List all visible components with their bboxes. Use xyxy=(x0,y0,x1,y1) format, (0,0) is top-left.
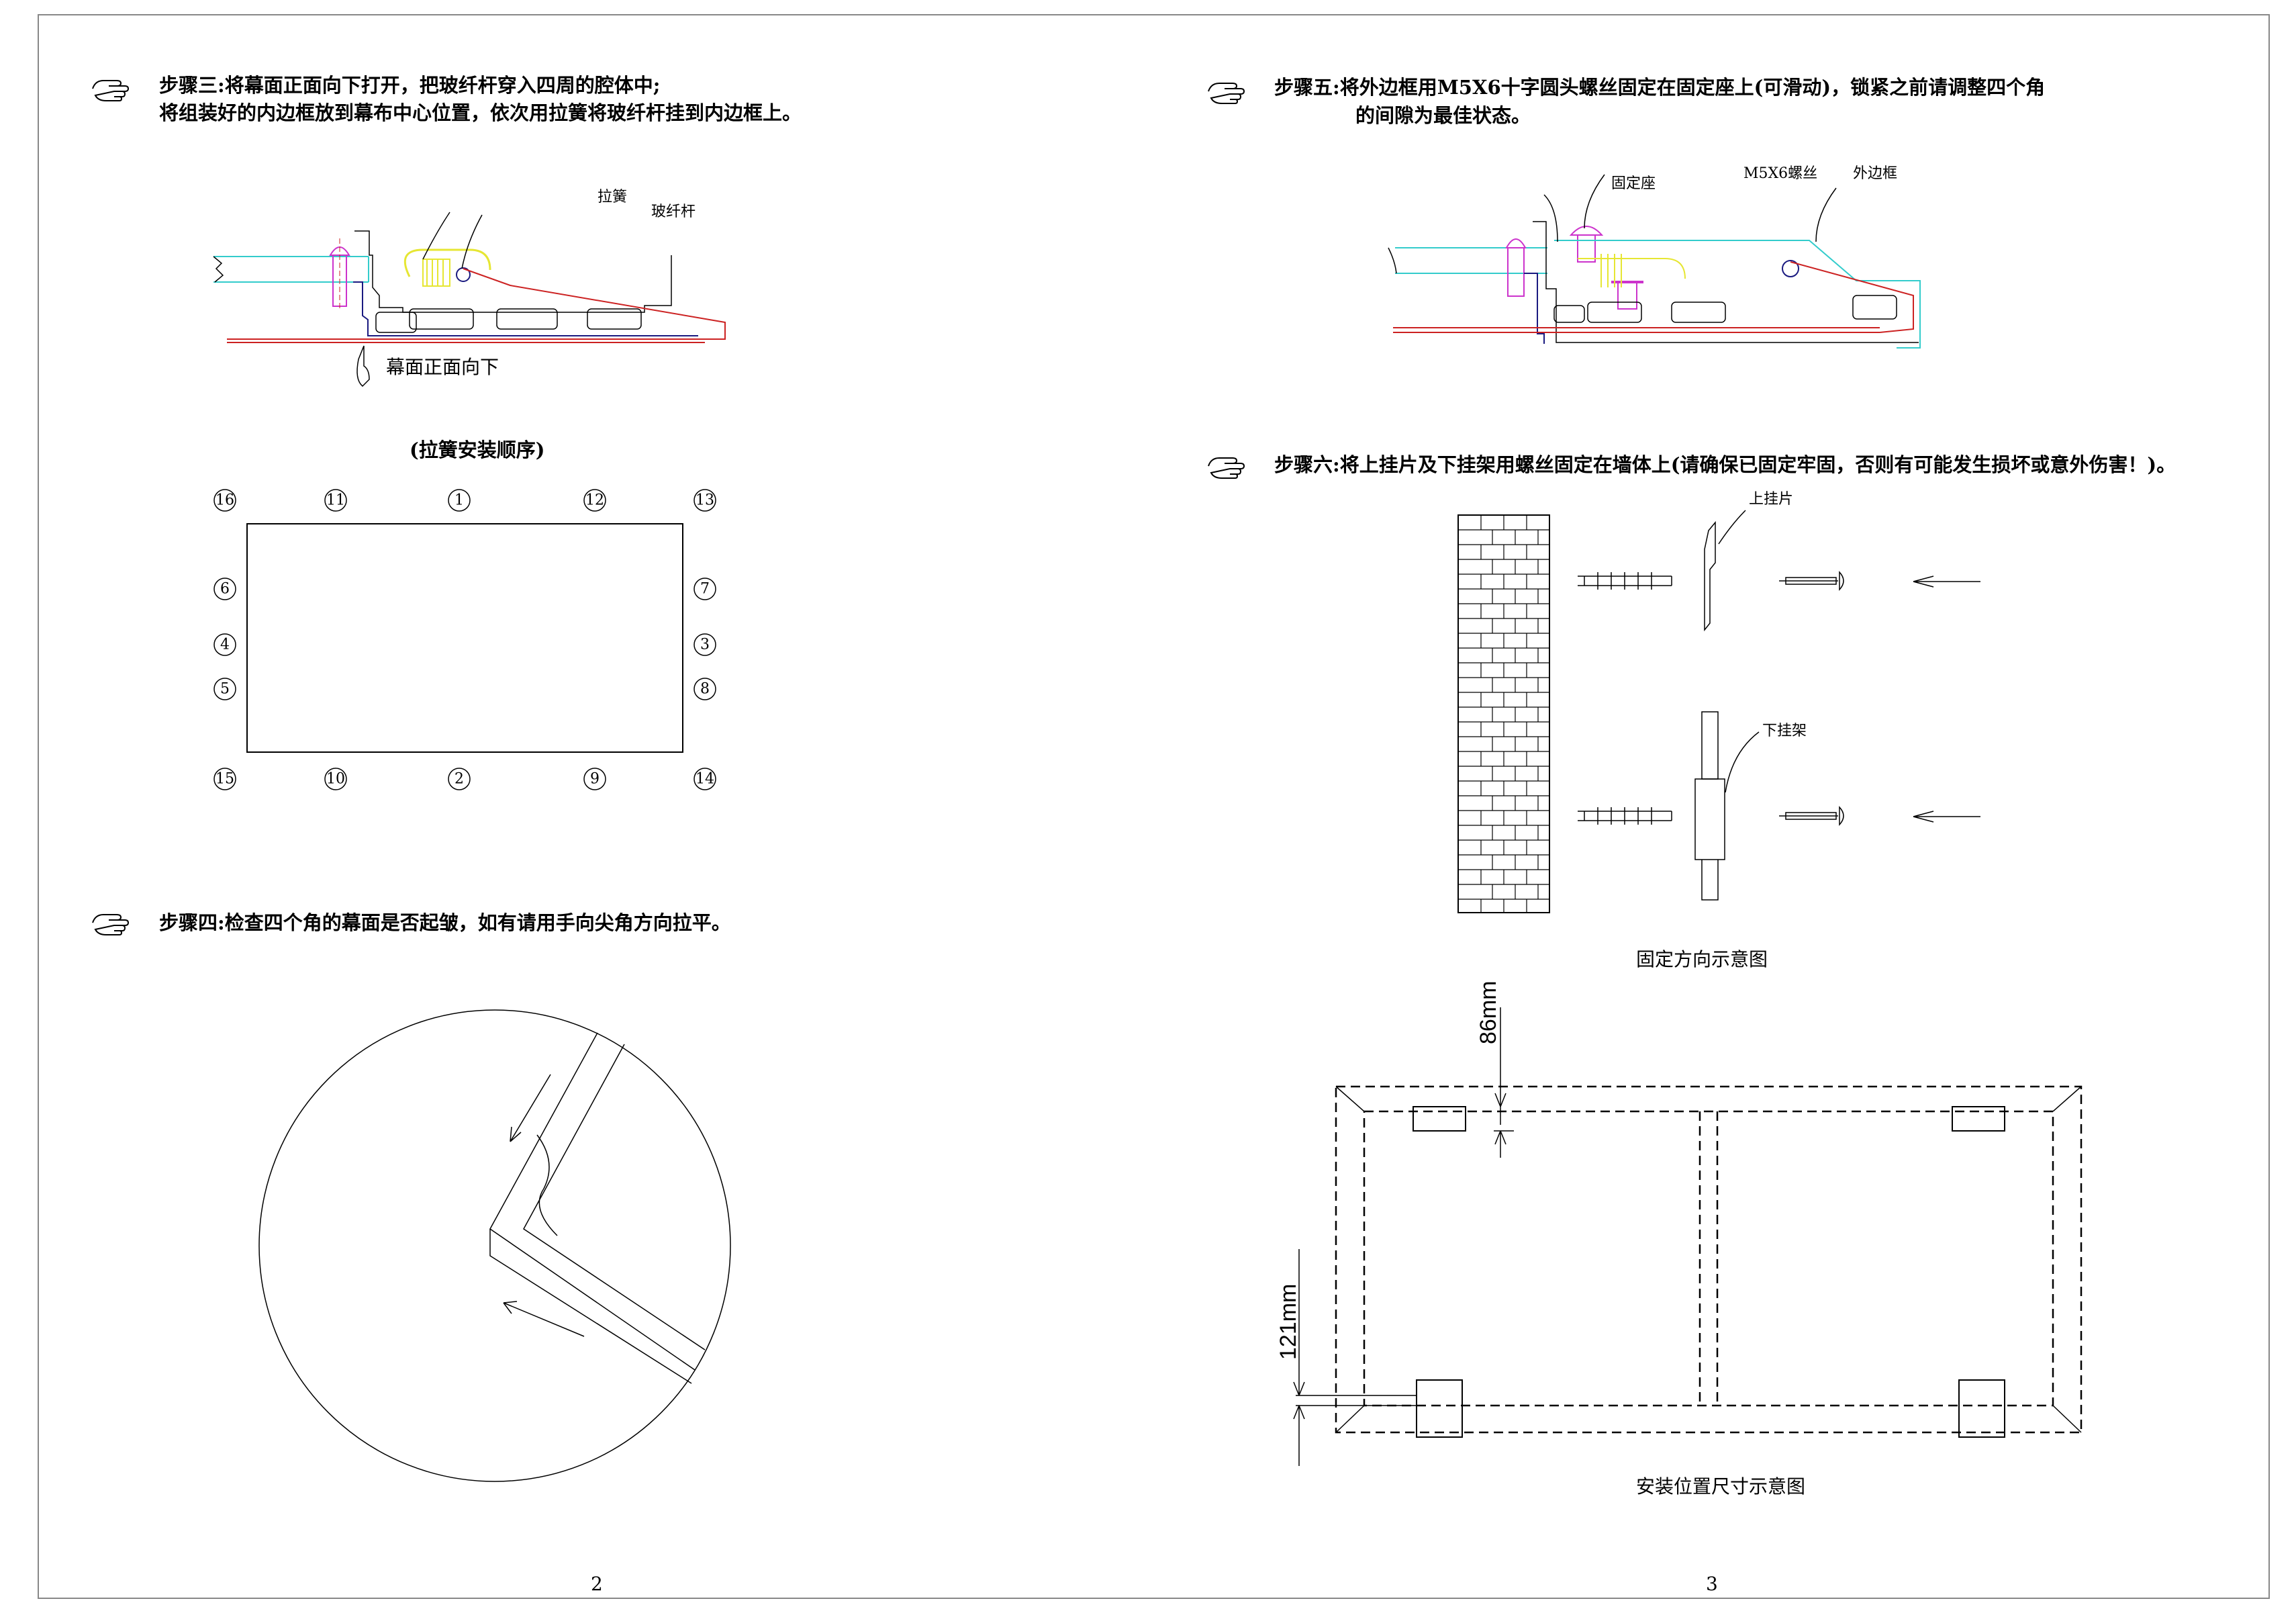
brick-lines xyxy=(1458,515,1549,913)
upper-hanger-right xyxy=(1952,1106,2005,1132)
lower-hanger-bracket xyxy=(1694,711,1725,901)
pointing-hand-icon xyxy=(92,914,129,935)
step5-line1: 步骤五:将外边框用M5X6十字圆头螺丝固定在固定座上(可滑动)，锁紧之前请调整四… xyxy=(1274,76,2045,99)
order-number: 8 xyxy=(700,681,710,698)
label-m5x6-screw: M5X6螺丝 xyxy=(1743,165,1817,182)
lower-hanger-left xyxy=(1416,1379,1463,1438)
order-number: 3 xyxy=(700,637,710,653)
upper-hanger-plate xyxy=(1704,520,1716,632)
order-number: 9 xyxy=(590,771,600,788)
order-number: 4 xyxy=(220,637,230,653)
label-outer-frame: 外边框 xyxy=(1853,165,1897,182)
step3-line2: 将组装好的内边框放到幕布中心位置，依次用拉簧将玻纤杆挂到内边框上。 xyxy=(159,101,802,124)
order-number: 2 xyxy=(455,771,464,788)
dimension-121mm-label: 121mm xyxy=(1276,1284,1301,1360)
order-number: 6 xyxy=(220,581,230,598)
step3-cross-section-diagram xyxy=(213,212,726,387)
dimension-86mm-label: 86mm xyxy=(1476,981,1501,1044)
order-number: 10 xyxy=(326,771,345,788)
order-number: 7 xyxy=(700,581,710,598)
screw-lower xyxy=(1779,806,1844,826)
brick-wall xyxy=(1457,514,1550,913)
bottom-row: 15 10 2 9 14 xyxy=(213,768,716,790)
lower-hanger-right xyxy=(1958,1379,2005,1438)
page-border xyxy=(38,14,2270,1599)
wall-anchor-upper xyxy=(1578,572,1672,590)
screw-upper xyxy=(1779,571,1844,591)
step5-cross-section-diagram xyxy=(1388,174,1921,349)
step5-line2: 的间隙为最佳状态。 xyxy=(1355,104,1531,127)
spring-order-numbers: 16 11 1 12 13 6 4 5 7 3 8 15 10 2 9 14 xyxy=(213,489,716,790)
order-number: 14 xyxy=(696,771,714,788)
dimension-121mm xyxy=(1293,1249,1417,1466)
label-fixing-seat: 固定座 xyxy=(1611,175,1656,192)
wall-anchor-lower xyxy=(1578,807,1672,825)
caption-screen-face-down: 幕面正面向下 xyxy=(386,356,499,378)
order-number: 1 xyxy=(455,492,464,509)
right-column: 7 3 8 xyxy=(693,578,716,700)
label-spring: 拉簧 xyxy=(597,189,627,205)
arrow-upper xyxy=(1913,576,1980,588)
order-number: 13 xyxy=(696,492,714,509)
left-column: 6 4 5 xyxy=(213,578,236,700)
label-lower-hanger: 下挂架 xyxy=(1762,723,1807,739)
pointing-down-hand-icon xyxy=(356,345,370,387)
pointing-hand-icon xyxy=(1208,83,1245,104)
page-number-left: 2 xyxy=(591,1573,603,1595)
caption-fixing-direction: 固定方向示意图 xyxy=(1636,948,1768,970)
order-number: 15 xyxy=(216,771,234,788)
top-row: 16 11 1 12 13 xyxy=(213,489,716,512)
label-upper-hanger: 上挂片 xyxy=(1749,491,1793,508)
order-number: 11 xyxy=(326,492,345,509)
upper-hanger-left xyxy=(1413,1106,1466,1132)
label-fiberglass-rod: 玻纤杆 xyxy=(651,203,696,220)
pointing-hand-icon xyxy=(1208,457,1245,479)
step3-line1: 步骤三:将幕面正面向下打开，把玻纤杆穿入四周的腔体中; xyxy=(159,74,660,97)
order-number: 16 xyxy=(216,492,234,509)
step6-line1: 步骤六:将上挂片及下挂架用螺丝固定在墙体上(请确保已固定牢固，否则有可能发生损坏… xyxy=(1274,453,2176,476)
order-number: 5 xyxy=(220,681,230,698)
step4-line1: 步骤四:检查四个角的幕面是否起皱，如有请用手向尖角方向拉平。 xyxy=(159,911,731,934)
order-number: 12 xyxy=(585,492,604,509)
frame-rectangle xyxy=(246,523,683,753)
dimension-86mm xyxy=(1494,1007,1514,1158)
pointing-hand-icon xyxy=(92,80,129,101)
corner-detail-circle xyxy=(258,1009,731,1482)
installation-position-diagram xyxy=(1293,1007,2083,1466)
spring-order-title: (拉簧安装顺序) xyxy=(410,439,544,461)
arrow-lower xyxy=(1913,811,1980,823)
page-number-right: 3 xyxy=(1706,1573,1718,1595)
caption-installation-position: 安装位置尺寸示意图 xyxy=(1636,1475,1805,1498)
